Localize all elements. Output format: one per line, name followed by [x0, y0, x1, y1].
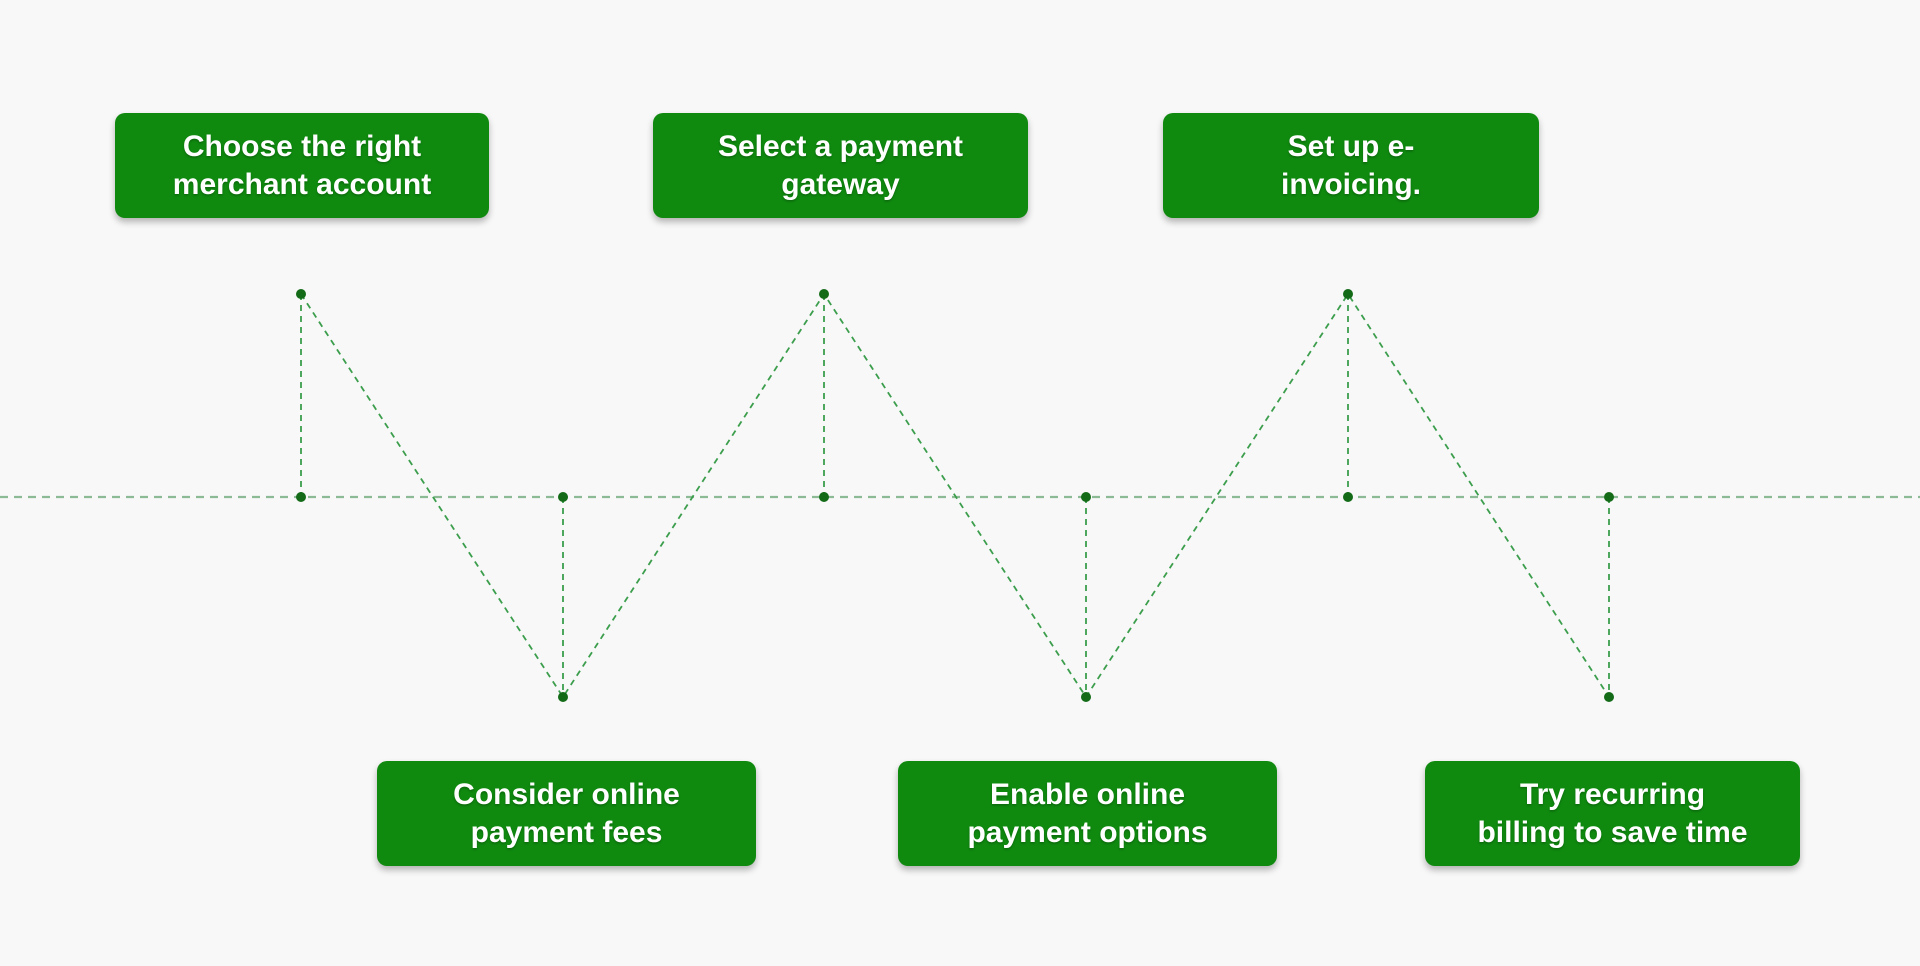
axis-dot: [296, 492, 306, 502]
step-label-line: merchant account: [172, 167, 432, 201]
step-label-line: gateway: [781, 167, 900, 201]
step-box-select-payment-gateway: Select a payment gateway: [653, 113, 1028, 218]
step-label-line: Select a payment: [717, 129, 964, 163]
axis-dot: [1081, 492, 1091, 502]
step-box-set-up-e-invoicing: Set up e- invoicing.: [1163, 113, 1539, 218]
zigzag-path: [300, 292, 1610, 699]
step-label-line: payment options: [967, 815, 1208, 849]
peak-dot: [819, 289, 829, 299]
valley-dot: [1604, 692, 1614, 702]
axis-dot: [1604, 492, 1614, 502]
step-box-try-recurring-billing: Try recurring billing to save time: [1425, 761, 1800, 866]
step-label-line: Set up e-: [1287, 129, 1415, 163]
valley-dot: [558, 692, 568, 702]
step-label-line: billing to save time: [1477, 815, 1748, 849]
peak-dot: [296, 289, 306, 299]
peak-dot: [1343, 289, 1353, 299]
step-label-line: Consider online: [453, 777, 680, 811]
step-label-line: Try recurring: [1519, 777, 1706, 811]
step-label-line: payment fees: [470, 815, 663, 849]
axis-dot: [819, 492, 829, 502]
axis-dot: [558, 492, 568, 502]
step-box-consider-payment-fees: Consider online payment fees: [377, 761, 756, 866]
step-label-line: invoicing.: [1280, 167, 1421, 201]
step-box-choose-merchant-account: Choose the right merchant account: [115, 113, 489, 218]
valley-dot: [1081, 692, 1091, 702]
step-label-line: Enable online: [989, 777, 1186, 811]
step-label-line: Choose the right: [182, 129, 422, 163]
axis-dot: [1343, 492, 1353, 502]
step-box-enable-online-payments: Enable online payment options: [898, 761, 1277, 866]
